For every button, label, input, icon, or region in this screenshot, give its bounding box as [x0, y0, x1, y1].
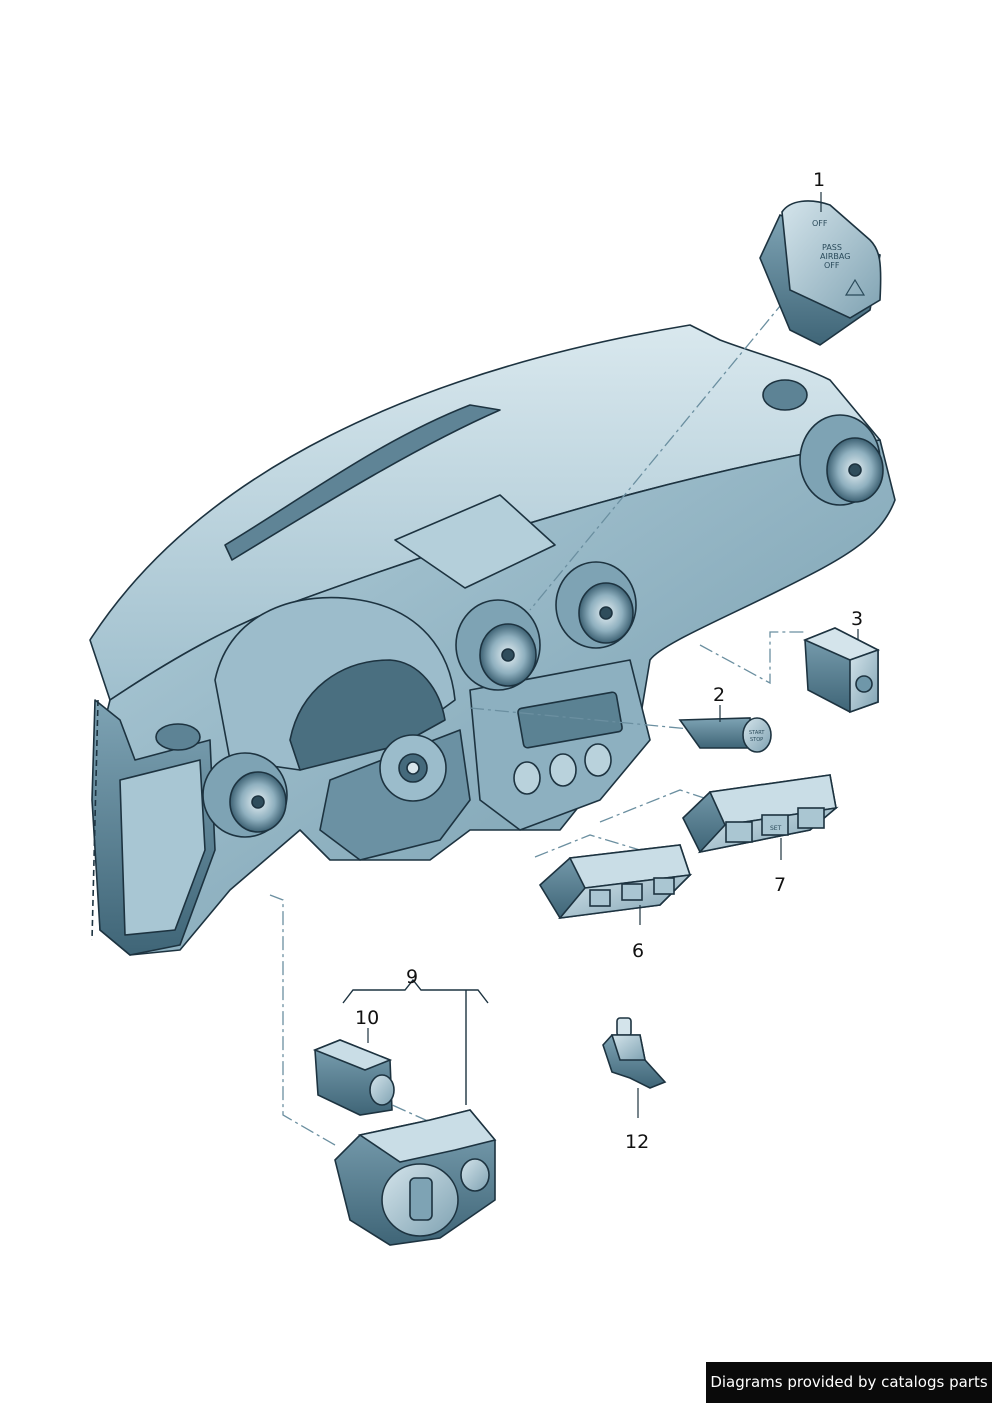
radio-slot	[517, 691, 623, 749]
part-6-switch-panel[interactable]	[538, 844, 693, 920]
side-vent-left	[155, 723, 201, 751]
callout-2: 2	[713, 684, 726, 706]
part-9-bracket	[342, 978, 489, 1105]
callout-stems	[367, 192, 859, 1118]
climate-knobs	[513, 743, 612, 795]
callout-7: 7	[774, 874, 787, 896]
callout-6: 6	[632, 940, 645, 962]
part-2-start-stop-button[interactable]: START STOP	[678, 717, 772, 753]
callout-1: 1	[813, 169, 826, 191]
vent-center-left	[455, 599, 541, 691]
callout-10: 10	[355, 1007, 380, 1029]
dashboard-assembly	[89, 324, 896, 956]
vent-right	[799, 414, 884, 506]
callout-3: 3	[851, 608, 864, 630]
part-7-switch-panel[interactable]: SET	[682, 774, 839, 854]
side-vent-right	[762, 379, 808, 411]
start-text: START	[749, 730, 765, 736]
airbag-off-text: OFF	[812, 219, 828, 228]
airbag-airbag-text: AIRBAG	[820, 252, 850, 261]
dashboard-left-recess	[119, 759, 206, 936]
callout-12: 12	[625, 1131, 650, 1153]
part-3-switch-module[interactable]	[802, 627, 881, 714]
instrument-opening	[289, 659, 446, 771]
light-switch-assembly[interactable]	[334, 1109, 497, 1246]
credit-banner: Diagrams provided by catalogs parts	[706, 1362, 992, 1403]
leader-lines	[269, 299, 805, 1146]
stop-text: STOP	[750, 737, 763, 743]
airbag-pass-text: PASS	[822, 243, 842, 252]
vent-left	[202, 752, 288, 838]
defroster-vent	[224, 404, 501, 561]
hazard-triangle-icon	[844, 278, 866, 296]
callout-9: 9	[406, 966, 419, 988]
airbag-off2-text: OFF	[824, 261, 840, 270]
set-text: SET	[770, 825, 782, 832]
display-recess	[394, 494, 556, 589]
part-1-airbag-switch[interactable]: OFF PASS AIRBAG OFF	[759, 200, 882, 346]
vent-center-right	[555, 561, 637, 649]
part-10-switch[interactable]	[312, 1039, 395, 1116]
part-12-sensor[interactable]	[602, 1017, 667, 1089]
